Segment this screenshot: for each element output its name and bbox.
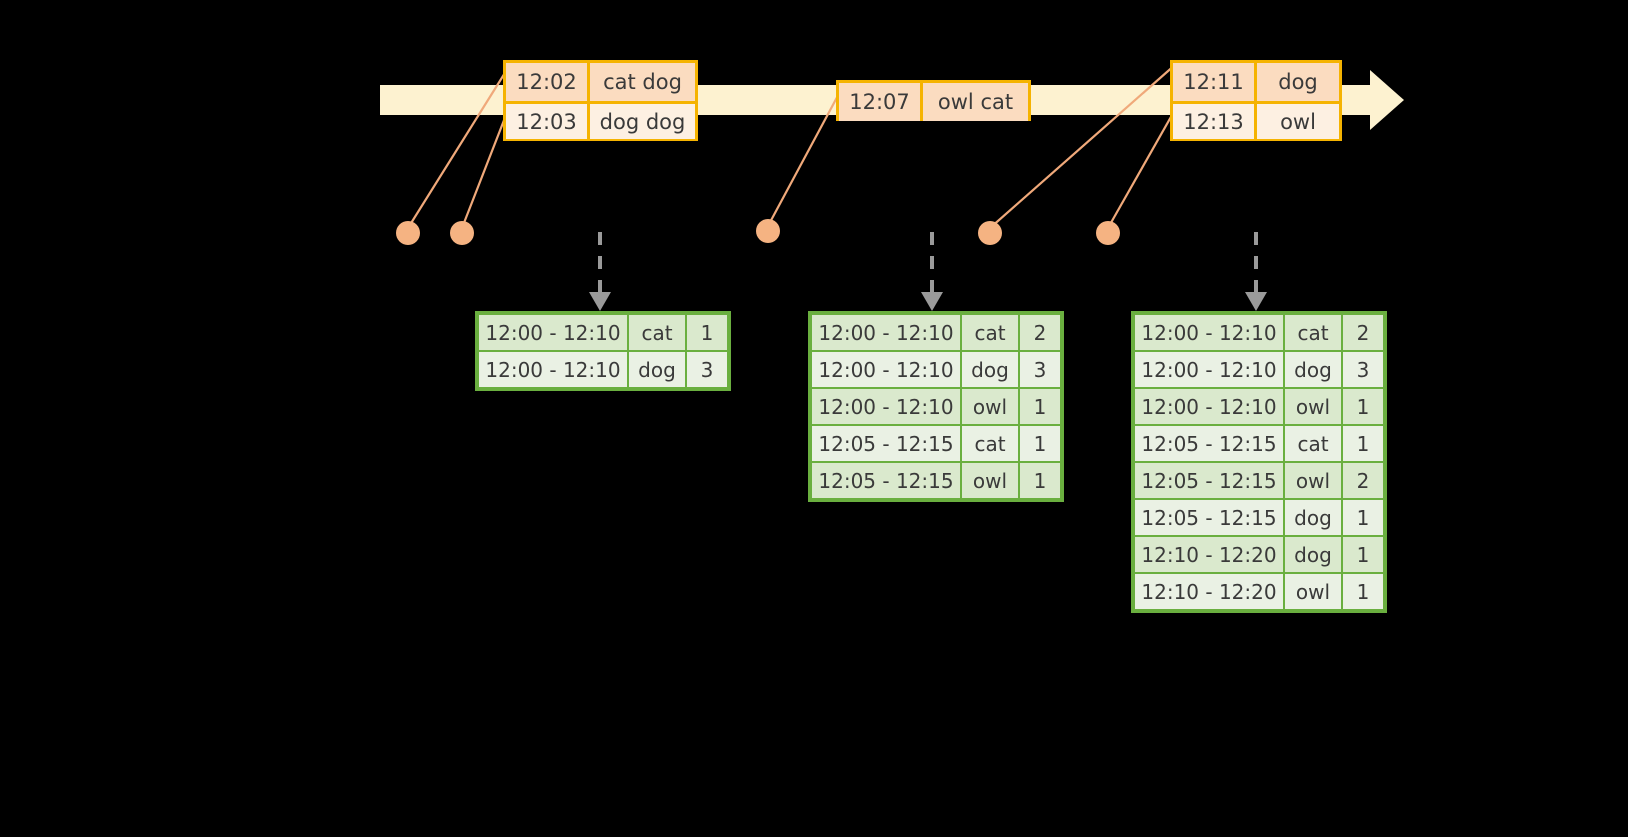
event-time: 12:03 — [506, 104, 590, 139]
result-window-cell: 12:10 - 12:20 — [1134, 536, 1284, 573]
result-count-cell: 3 — [1342, 351, 1384, 388]
result-count-cell: 2 — [1019, 314, 1061, 351]
event-dot-3[interactable] — [756, 219, 780, 243]
result-key-cell: cat — [961, 314, 1019, 351]
result-count-cell: 1 — [686, 314, 728, 351]
result-count-cell: 2 — [1342, 462, 1384, 499]
event-payload: dog — [1257, 63, 1339, 101]
result-window-cell: 12:00 - 12:10 — [478, 314, 628, 351]
event-payload: owl — [1257, 104, 1339, 139]
result-window-cell: 12:05 - 12:15 — [1134, 425, 1284, 462]
event-time: 12:02 — [506, 63, 590, 101]
result-key-cell: cat — [1284, 425, 1342, 462]
result-window-cell: 12:05 - 12:15 — [811, 462, 961, 499]
event-box-3[interactable]: 12:11 dog 12:13 owl — [1170, 60, 1342, 141]
event-dot-1[interactable] — [396, 221, 420, 245]
event-time: 12:11 — [1173, 63, 1257, 101]
result-window-cell: 12:00 - 12:10 — [1134, 388, 1284, 425]
event-row[interactable]: 12:11 dog — [1173, 63, 1339, 101]
result-window-cell: 12:00 - 12:10 — [811, 388, 961, 425]
result-key-cell: owl — [1284, 573, 1342, 610]
event-row[interactable]: 12:03 dog dog — [506, 101, 695, 139]
result-window-cell: 12:00 - 12:10 — [811, 351, 961, 388]
result-key-cell: owl — [961, 388, 1019, 425]
result-window-cell: 12:00 - 12:10 — [811, 314, 961, 351]
result-window-cell: 12:05 - 12:15 — [811, 425, 961, 462]
event-dot-4[interactable] — [978, 221, 1002, 245]
result-key-cell: cat — [628, 314, 686, 351]
event-row[interactable]: 12:02 cat dog — [506, 63, 695, 101]
result-window-cell: 12:05 - 12:15 — [1134, 462, 1284, 499]
result-count-cell: 1 — [1342, 425, 1384, 462]
result-count-cell: 1 — [1342, 573, 1384, 610]
timeline-arrowhead — [1370, 70, 1404, 130]
event-row[interactable]: 12:13 owl — [1173, 101, 1339, 139]
result-count-cell: 1 — [1019, 462, 1061, 499]
result-count-cell: 2 — [1342, 314, 1384, 351]
result-key-cell: owl — [961, 462, 1019, 499]
result-count-cell: 1 — [1342, 499, 1384, 536]
result-window-cell: 12:00 - 12:10 — [1134, 314, 1284, 351]
event-dot-5[interactable] — [1096, 221, 1120, 245]
result-window-cell: 12:00 - 12:10 — [1134, 351, 1284, 388]
result-key-cell: dog — [1284, 351, 1342, 388]
result-key-cell: dog — [628, 351, 686, 388]
result-key-cell: dog — [1284, 499, 1342, 536]
result-window-cell: 12:00 - 12:10 — [478, 351, 628, 388]
result-key-cell: cat — [961, 425, 1019, 462]
result-count-cell: 3 — [1019, 351, 1061, 388]
result-key-cell: cat — [1284, 314, 1342, 351]
event-time: 12:13 — [1173, 104, 1257, 139]
event-time: 12:07 — [839, 83, 923, 121]
event-box-2[interactable]: 12:07 owl cat — [836, 80, 1031, 121]
result-key-cell: owl — [1284, 388, 1342, 425]
event-row[interactable]: 12:07 owl cat — [839, 83, 1028, 121]
result-key-cell: dog — [961, 351, 1019, 388]
event-payload: owl cat — [923, 83, 1028, 121]
event-dot-2[interactable] — [450, 221, 474, 245]
result-count-cell: 3 — [686, 351, 728, 388]
event-payload: dog dog — [590, 104, 695, 139]
result-window-cell: 12:10 - 12:20 — [1134, 573, 1284, 610]
result-key-cell: dog — [1284, 536, 1342, 573]
result-count-cell: 1 — [1342, 536, 1384, 573]
result-count-cell: 1 — [1019, 388, 1061, 425]
result-count-cell: 1 — [1342, 388, 1384, 425]
result-window-cell: 12:05 - 12:15 — [1134, 499, 1284, 536]
event-box-1[interactable]: 12:02 cat dog 12:03 dog dog — [503, 60, 698, 141]
result-count-cell: 1 — [1019, 425, 1061, 462]
result-key-cell: owl — [1284, 462, 1342, 499]
event-payload: cat dog — [590, 63, 695, 101]
